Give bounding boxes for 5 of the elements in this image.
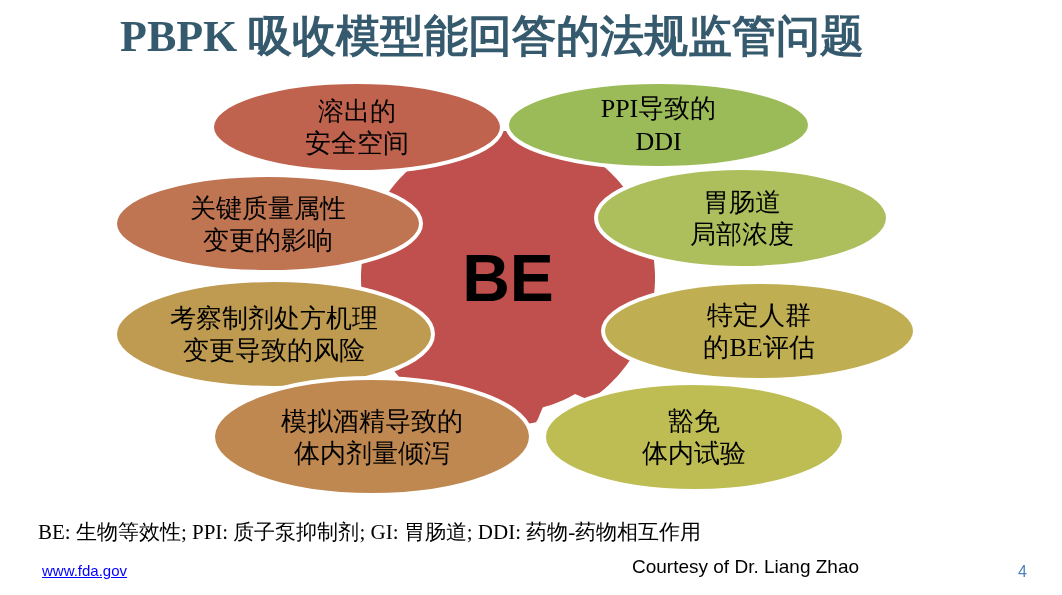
website-link: www.fda.gov bbox=[42, 562, 128, 579]
slide-title: PBPK 吸收模型能回答的法规监管问题 bbox=[120, 10, 865, 63]
abbreviation-note: BE: 生物等效性; PPI: 质子泵抑制剂; GI: 胃肠道; DDI: 药物-药物相互作用 bbox=[38, 519, 702, 546]
page-number: 4 bbox=[1018, 563, 1027, 581]
credit-text: Courtesy of Dr. Liang Zhao bbox=[632, 556, 860, 578]
